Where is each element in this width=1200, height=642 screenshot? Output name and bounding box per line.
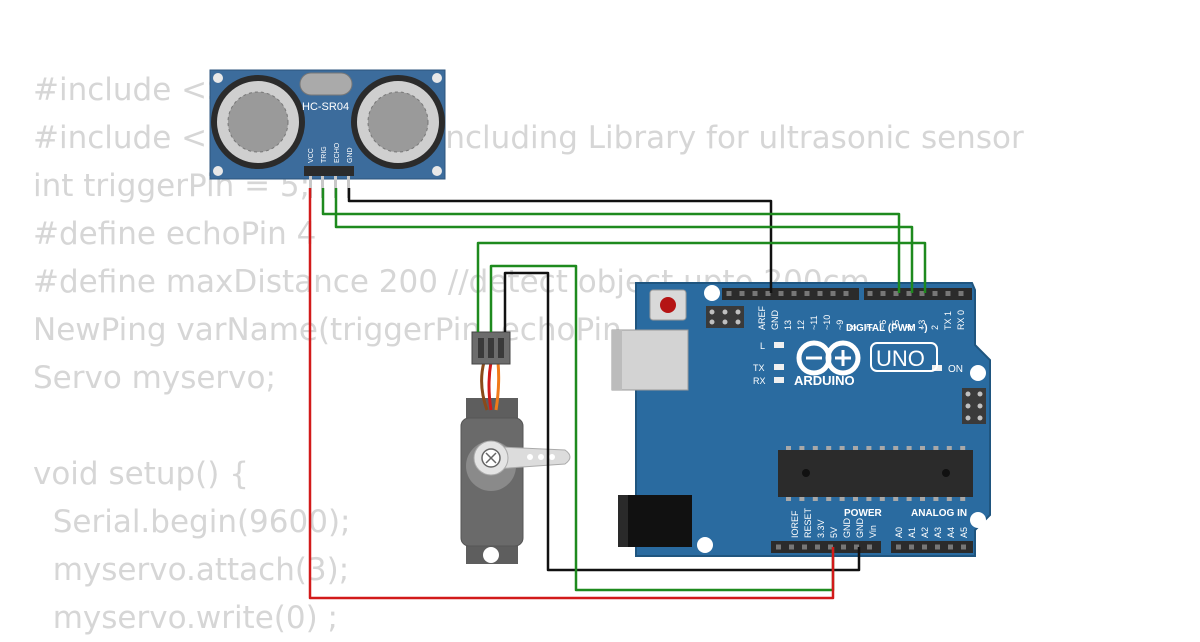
code-line: Serial.begin(9600); [33,504,351,540]
digital-pin-label: AREF [757,305,767,330]
sensor-pin-label: ECHO [334,142,341,163]
wire-sensor-trig[interactable] [321,188,901,293]
analog-pin-label: A5 [959,527,969,538]
on-led-label: ON [948,364,963,375]
digital-pin-label: 7 [865,325,875,330]
sensor-pin-label: GND [347,147,354,163]
power-pin-label: 5V [829,527,839,538]
analog-label: ANALOG IN [911,508,967,519]
digital-pin-label: ~6 [878,320,888,330]
wire-servo-signal[interactable] [476,241,927,332]
code-line: #define echoPin 4 [33,216,317,252]
sensor-model-label: HC-SR04 [302,101,349,113]
analog-pin-label: A1 [907,527,917,538]
transducer-left-icon [211,75,305,169]
wire-sensor-echo[interactable] [334,188,914,293]
icsp-header [706,306,986,424]
analog-pin-label: A0 [894,527,904,538]
digital-label: DIGITAL (PWM ~) [846,323,928,334]
uno-label: UNO [876,346,925,371]
digital-pin-label: TX 1 [943,311,953,330]
digital-header[interactable] [722,288,972,300]
digital-pin-label: 8 [848,325,858,330]
mounting-hole [704,285,720,301]
crystal-oscillator [299,72,353,96]
wire-sensor-gnd[interactable] [347,188,773,293]
digital-pin-label: 4 [904,325,914,330]
analog-pin-label: A2 [920,527,930,538]
code-line: Servo myservo; [33,360,276,396]
wire-servo-gnd[interactable] [503,271,861,572]
power-pin-label: 3.3V [816,519,826,538]
mounting-hole [970,365,986,381]
transducer-right-icon [351,75,445,169]
digital-pin-label: ~10 [822,315,832,330]
tx-led-label: TX [753,363,765,373]
l-led-label: L [760,341,765,351]
usb-port [611,329,689,391]
sensor-pin-label: VCC [308,148,315,163]
reset-button[interactable] [649,289,687,321]
ultrasonic-sensor[interactable]: HC-SR04 VCC TRIG ECHO GND [209,69,446,198]
servo-connector[interactable] [471,331,511,365]
code-line: int triggerPin = 5; [33,168,311,204]
mounting-hole [970,512,986,528]
power-jack [618,495,692,547]
sensor-pin-header[interactable] [304,166,354,198]
arduino-logo-icon [796,340,861,376]
code-line: myservo.attach(3); [33,552,350,588]
digital-pin-label: GND [770,310,780,331]
code-line: void setup() { [33,456,249,492]
digital-pin-label: 2 [930,325,940,330]
rx-led-label: RX [753,376,766,386]
power-pin-label: RESET [803,507,813,538]
servo-motor[interactable] [460,331,571,564]
digital-pin-label: ~3 [917,320,927,330]
atmega-chip [778,446,973,501]
power-pin-label: IOREF [790,510,800,538]
digital-pin-label: ~9 [835,320,845,330]
wire-sensor-vcc[interactable] [308,188,835,600]
digital-pin-label: ~5 [891,320,901,330]
digital-pin-label: 13 [783,320,793,330]
power-label: POWER [844,508,883,519]
mounting-hole [697,537,713,553]
digital-pin-label: 12 [796,320,806,330]
sensor-pin-label: TRIG [321,146,328,163]
uno-badge [870,342,938,372]
digital-pin-label: RX 0 [956,310,966,330]
arduino-logo-text: ARDUINO [794,373,855,388]
digital-pin-label: ~11 [809,315,819,330]
power-pin-label: GND [855,518,865,539]
power-pin-label: GND [842,518,852,539]
power-pin-label: Vin [868,525,878,538]
power-analog-header[interactable] [771,541,973,553]
analog-pin-label: A3 [933,527,943,538]
analog-pin-label: A4 [946,527,956,538]
